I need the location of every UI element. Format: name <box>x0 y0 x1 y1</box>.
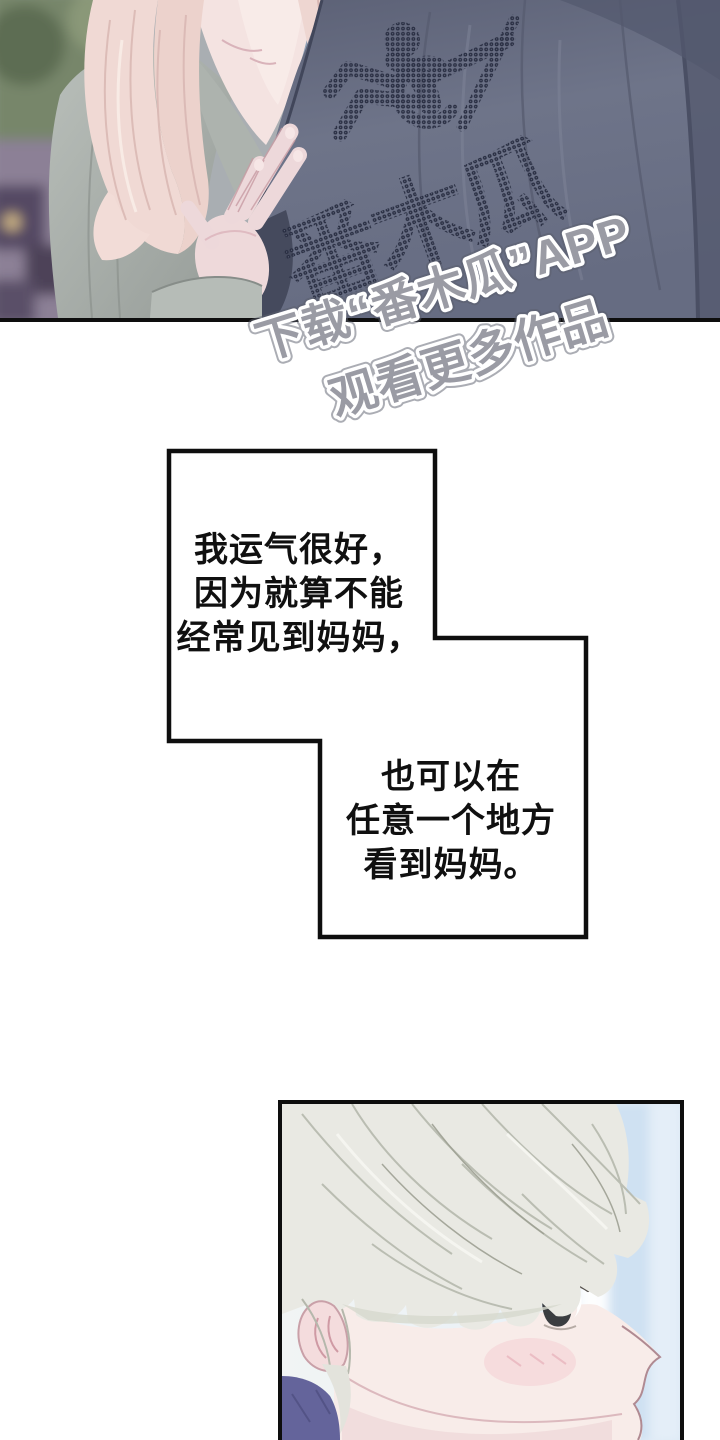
caption-box-1: 我运气很好， 因为就算不能 经常见到妈妈， <box>174 528 424 660</box>
caption-box-2: 也可以在 任意一个地方 看到妈妈。 <box>326 755 576 887</box>
caption1-line1: 我运气很好， <box>194 531 404 569</box>
boy-silver-hair <box>282 1104 650 1330</box>
hair-tip <box>322 1364 351 1434</box>
top-panel-artwork <box>0 0 720 318</box>
woman-hand <box>150 123 307 318</box>
caption2-line2: 任意一个地方 <box>346 802 556 840</box>
dark-coat <box>240 0 720 318</box>
caption2-line3: 看到妈妈。 <box>363 846 539 884</box>
cheek-blush <box>484 1338 576 1386</box>
caption1-line3: 经常见到妈妈， <box>176 619 422 657</box>
panel-bottom-illustration <box>278 1100 684 1440</box>
purple-collar <box>282 1376 340 1440</box>
caption-boxes-outline <box>166 448 590 942</box>
caption1-line2: 因为就算不能 <box>194 575 404 613</box>
caption2-line1: 也可以在 <box>381 758 521 796</box>
woman-neck <box>193 0 315 145</box>
panel-top-illustration <box>0 0 720 322</box>
boy-face <box>334 1296 662 1440</box>
bottom-panel-artwork <box>282 1104 680 1440</box>
boy-ear <box>297 1298 351 1375</box>
